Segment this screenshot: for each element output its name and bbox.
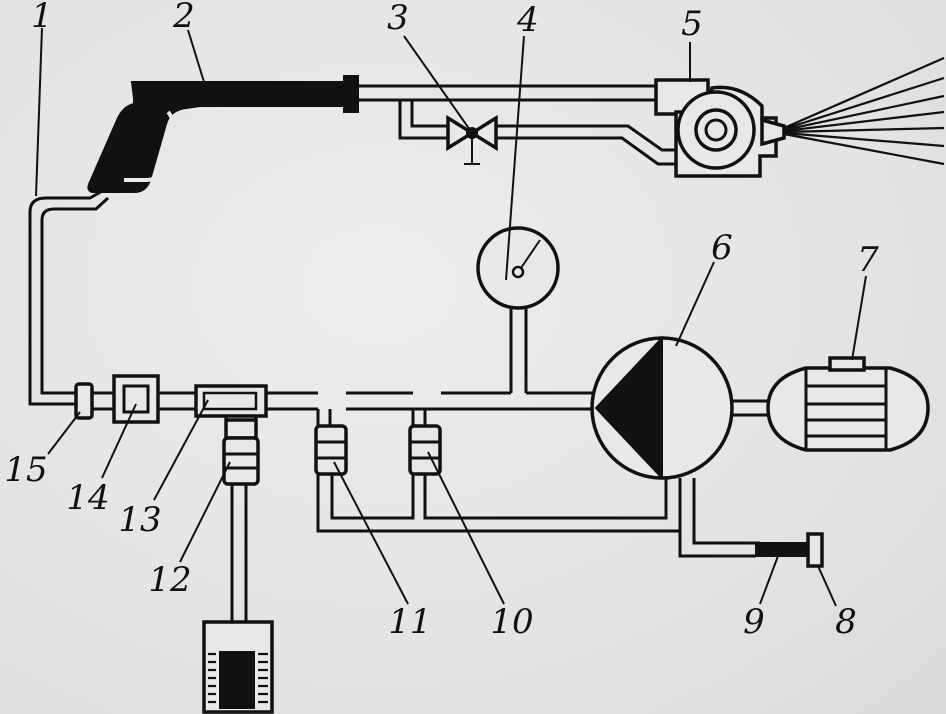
label-7: 7	[857, 240, 879, 280]
label-2: 2	[172, 0, 195, 36]
outlet-line	[678, 478, 760, 558]
flow-regulator	[112, 374, 160, 424]
label-14: 14	[66, 478, 109, 518]
pump	[590, 335, 734, 481]
inlet-fitting	[74, 382, 94, 420]
drain-plug	[806, 532, 824, 568]
electric-motor	[766, 356, 930, 452]
callout-labels: 1 2 3 4 5 6 7 8 9 10 11 12 13 14 15	[4, 0, 879, 642]
turbine-nozzle	[654, 78, 786, 178]
spray-gun	[87, 75, 359, 193]
label-6: 6	[711, 228, 733, 268]
label-1: 1	[31, 0, 53, 36]
label-8: 8	[835, 602, 857, 642]
main-supply-line	[92, 391, 594, 426]
label-3: 3	[387, 0, 409, 38]
label-15: 15	[4, 450, 47, 490]
label-11: 11	[388, 602, 431, 642]
label-5: 5	[681, 4, 703, 44]
leader-lines	[35, 27, 867, 607]
spray-jet	[783, 56, 945, 166]
detergent-tank	[202, 620, 274, 714]
gun-to-nozzle-line	[358, 84, 680, 166]
label-13: 13	[118, 500, 161, 540]
pressure-gauge	[476, 226, 560, 310]
motor-shaft	[730, 399, 770, 417]
hose-1	[28, 188, 110, 406]
gauge-stem	[509, 304, 528, 393]
label-12: 12	[148, 560, 191, 600]
return-line	[316, 474, 682, 533]
filter-11	[314, 424, 348, 476]
filter-12	[222, 418, 260, 486]
label-4: 4	[516, 0, 539, 40]
drain-hose	[755, 542, 809, 557]
label-10: 10	[490, 602, 533, 642]
valve	[446, 114, 498, 165]
label-9: 9	[743, 602, 765, 642]
